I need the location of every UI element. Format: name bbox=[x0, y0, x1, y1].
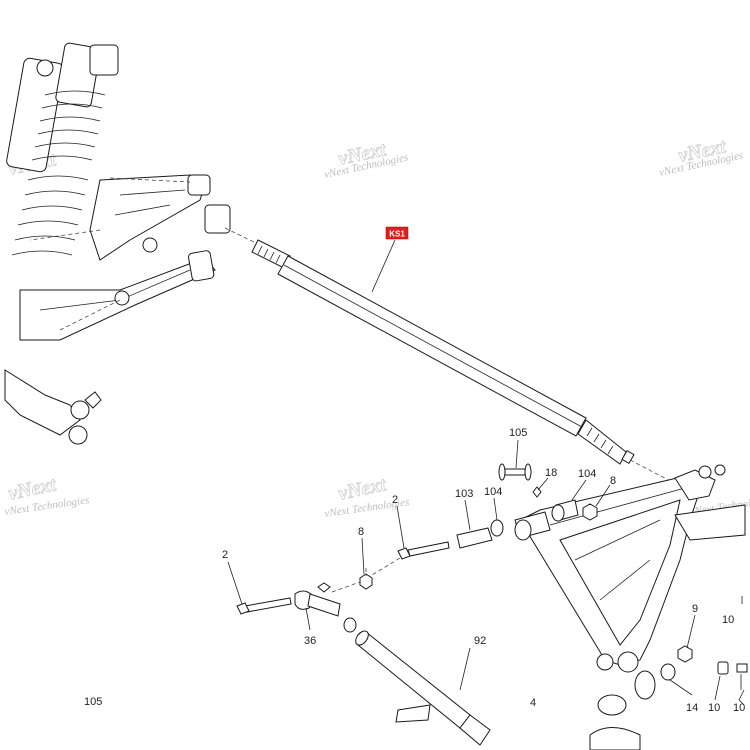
callout-labels: 105 18 104 8 2 103 104 8 2 36 92 9 10 10… bbox=[84, 427, 745, 714]
callout-104-right: 104 bbox=[578, 468, 596, 480]
callout-10-bottom: 10 bbox=[708, 702, 720, 714]
callout-14: 14 bbox=[686, 702, 698, 714]
axle-shaft bbox=[224, 227, 679, 486]
right-a-arm bbox=[519, 464, 746, 750]
callout-9: 9 bbox=[692, 603, 698, 615]
callout-105-top: 105 bbox=[509, 427, 527, 439]
hardware-parts bbox=[236, 463, 748, 746]
callout-103: 103 bbox=[455, 488, 473, 500]
callout-8-right: 8 bbox=[610, 475, 616, 487]
callout-36: 36 bbox=[304, 635, 316, 647]
ks1-badge-text: KS1 bbox=[389, 230, 405, 239]
callout-18: 18 bbox=[545, 467, 557, 479]
callout-92: 92 bbox=[474, 635, 486, 647]
leader-lines bbox=[227, 439, 743, 701]
callout-105-bottom: 105 bbox=[84, 696, 102, 708]
callout-10-corner: 10 bbox=[733, 702, 745, 714]
callout-104-left: 104 bbox=[484, 486, 502, 498]
callout-2-upper: 2 bbox=[392, 494, 398, 506]
callout-10-edge: 10 bbox=[722, 614, 734, 626]
callout-8-middle: 8 bbox=[358, 526, 364, 538]
left-suspension-assembly bbox=[4, 42, 231, 445]
callout-2-lower: 2 bbox=[222, 549, 228, 561]
callout-4: 4 bbox=[530, 697, 536, 709]
ks1-badge: KS1 bbox=[371, 226, 409, 293]
